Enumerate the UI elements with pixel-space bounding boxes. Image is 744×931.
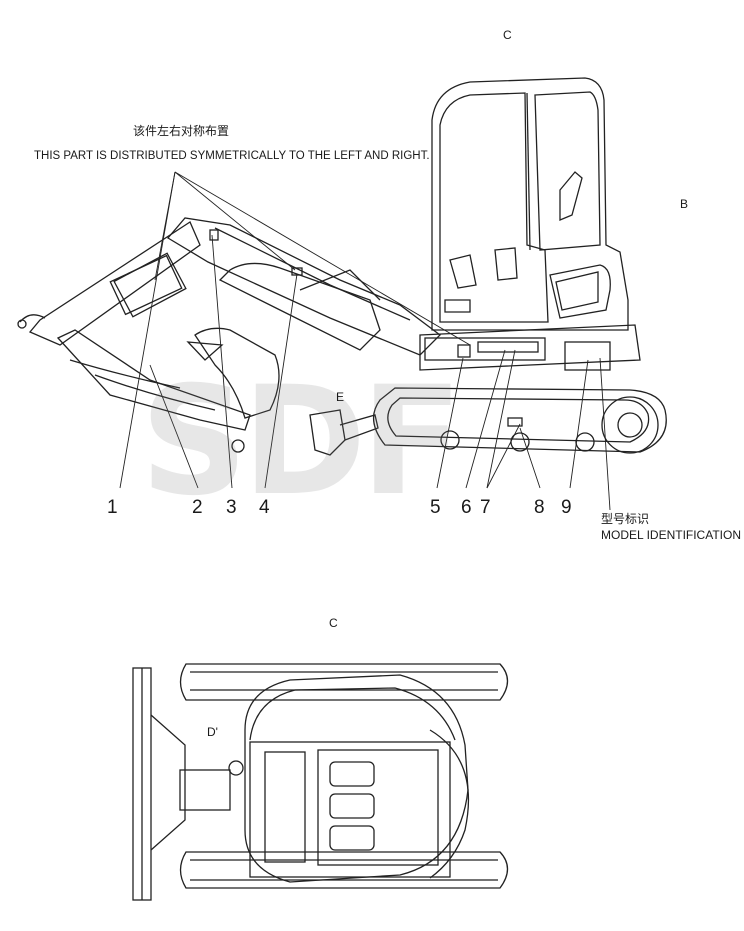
callout-9: 9 <box>561 497 572 518</box>
callout-8: 8 <box>534 497 545 518</box>
model-id-note-cn: 型号标识 <box>601 512 650 526</box>
callout-2: 2 <box>192 497 203 518</box>
callout-5: 5 <box>430 497 441 518</box>
callout-6: 6 <box>461 497 472 518</box>
symmetry-note-cn: 该件左右对称布置 <box>133 124 230 138</box>
view-label-e: E <box>336 390 345 404</box>
watermark: SDF <box>140 355 463 529</box>
view-label-c-top: C <box>503 28 512 42</box>
callout-7: 7 <box>480 497 491 518</box>
callout-1: 1 <box>107 497 118 518</box>
callout-3: 3 <box>226 497 237 518</box>
symmetry-note-en: THIS PART IS DISTRIBUTED SYMMETRICALLY T… <box>34 150 430 162</box>
view-label-c-bottom: C <box>329 616 338 630</box>
view-label-d: D' <box>207 725 218 739</box>
model-id-note-en: MODEL IDENTIFICATION <box>601 528 742 542</box>
view-label-b: B <box>680 197 689 211</box>
callout-4: 4 <box>259 497 270 518</box>
